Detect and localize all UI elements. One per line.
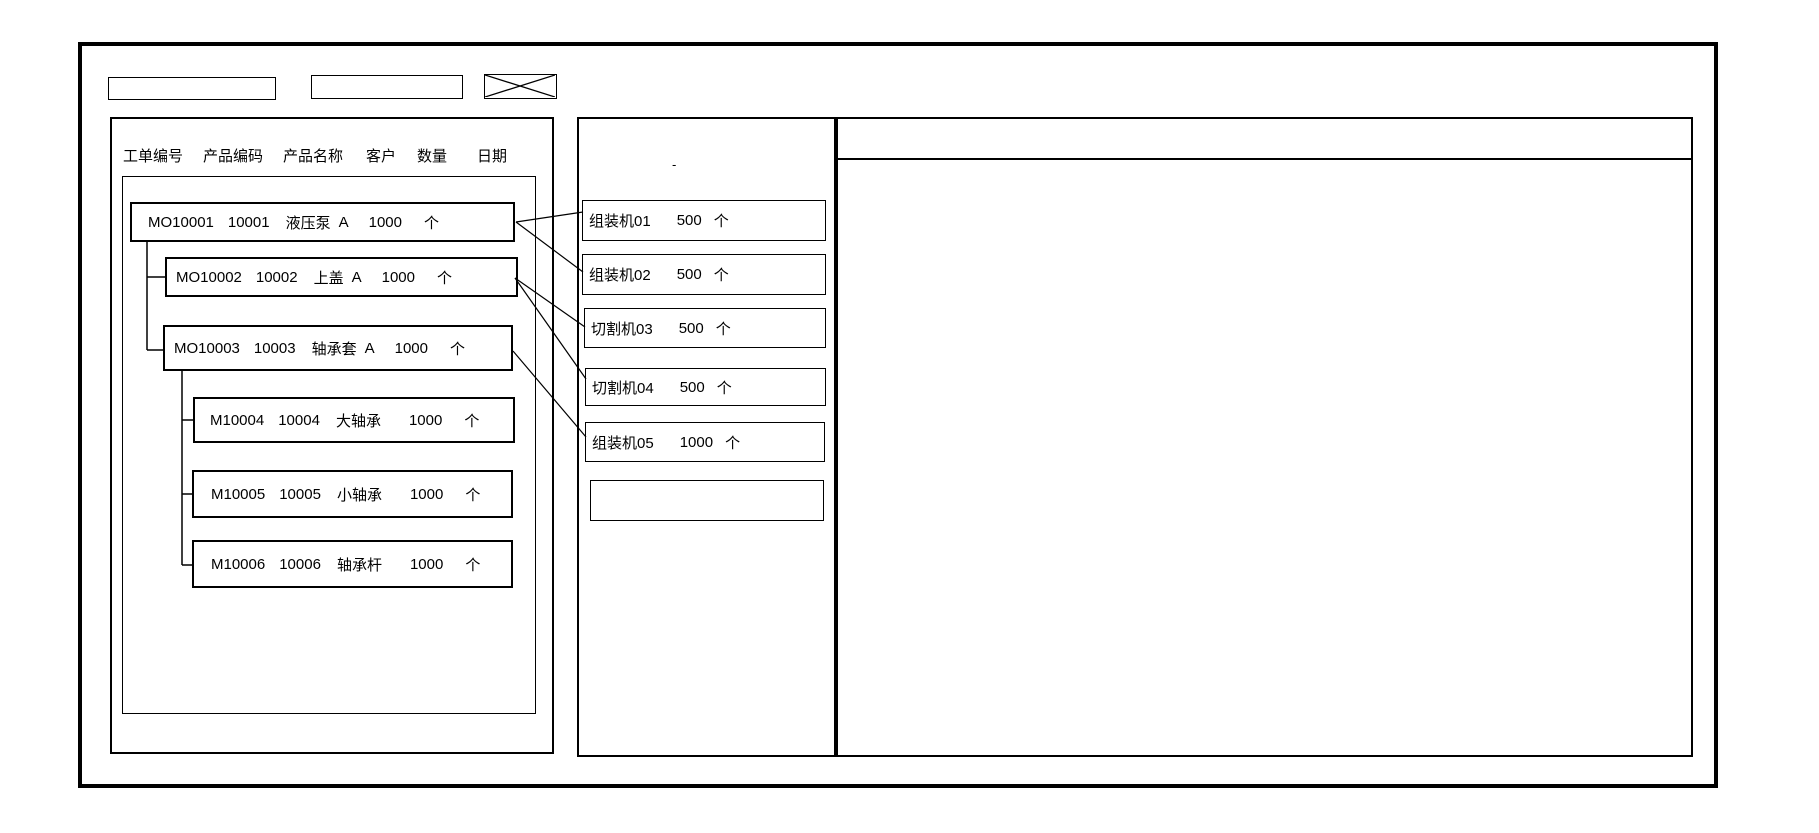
machine-unit: 个 xyxy=(715,320,731,338)
machine-name: 组装机01 xyxy=(589,213,651,230)
toolbar-input-2[interactable] xyxy=(311,75,463,99)
order-no: MO10003 xyxy=(174,339,240,357)
order-no: MO10002 xyxy=(176,268,242,286)
machine-name: 切割机04 xyxy=(592,379,654,397)
column-header-date: 日期 xyxy=(477,148,508,165)
quantity: 1000 xyxy=(368,213,402,231)
quantity: 1000 xyxy=(409,485,444,503)
machine-unit: 个 xyxy=(716,379,732,397)
work-order-node-mo10001[interactable]: MO10001 10001 液压泵 A 1000 个 xyxy=(130,202,515,242)
machine-name: 组装机05 xyxy=(592,434,654,452)
machine-unit: 个 xyxy=(713,267,729,284)
order-no: M10004 xyxy=(210,411,265,429)
machine-item-empty[interactable] xyxy=(590,480,824,521)
machine-item-04[interactable]: 切割机04 500 个 xyxy=(585,368,826,406)
work-order-node-mo10003[interactable]: MO10003 10003 轴承套 A 1000 个 xyxy=(163,325,513,371)
unit: 个 xyxy=(450,340,466,358)
toolbar-input-1[interactable] xyxy=(108,77,276,100)
detail-panel xyxy=(836,117,1693,757)
detail-panel-header xyxy=(838,119,1691,160)
order-no: M10006 xyxy=(211,555,266,573)
product-name: 液压泵 xyxy=(285,214,331,232)
product-name: 轴承套 xyxy=(311,340,357,358)
quantity: 1000 xyxy=(409,555,444,573)
unit: 个 xyxy=(424,214,440,232)
order-no: MO10001 xyxy=(148,213,214,231)
column-header-order-no: 工单编号 xyxy=(123,148,184,165)
product-name: 上盖 xyxy=(313,269,344,287)
column-header-qty: 数量 xyxy=(417,148,448,165)
machine-name: 切割机03 xyxy=(591,320,653,338)
unit: 个 xyxy=(465,486,481,504)
machine-item-03[interactable]: 切割机03 500 个 xyxy=(584,308,826,348)
machine-item-02[interactable]: 组装机02 500 个 xyxy=(582,254,826,295)
product-name: 小轴承 xyxy=(336,486,382,504)
product-code: 10006 xyxy=(279,555,321,573)
column-header-product-name: 产品名称 xyxy=(283,148,344,165)
machine-qty: 500 xyxy=(679,378,705,396)
quantity: 1000 xyxy=(394,339,428,357)
work-order-node-m10005[interactable]: M10005 10005 小轴承 1000 个 xyxy=(192,470,513,518)
order-no: M10005 xyxy=(211,485,266,503)
product-code: 10003 xyxy=(253,339,296,357)
unit: 个 xyxy=(465,556,481,574)
machine-unit: 个 xyxy=(725,434,741,452)
column-header-customer: 客户 xyxy=(366,148,397,165)
machine-unit: 个 xyxy=(713,213,729,230)
machine-qty: 500 xyxy=(678,319,704,337)
column-header-product-code: 产品编码 xyxy=(203,148,264,165)
customer: A xyxy=(351,268,362,286)
customer: A xyxy=(338,213,349,231)
unit: 个 xyxy=(437,269,453,287)
product-code: 10001 xyxy=(227,213,270,231)
machine-name: 组装机02 xyxy=(589,267,651,284)
product-code: 10002 xyxy=(255,268,298,286)
work-order-node-m10004[interactable]: M10004 10004 大轴承 1000 个 xyxy=(193,397,515,443)
product-code: 10004 xyxy=(278,411,320,429)
work-order-node-mo10002[interactable]: MO10002 10002 上盖 A 1000 个 xyxy=(165,257,518,297)
work-order-node-m10006[interactable]: M10006 10006 轴承杆 1000 个 xyxy=(192,540,513,588)
unit: 个 xyxy=(464,412,480,430)
quantity: 1000 xyxy=(381,268,415,286)
dot-mark: - xyxy=(672,157,677,172)
quantity: 1000 xyxy=(408,411,443,429)
product-code: 10005 xyxy=(279,485,321,503)
customer: A xyxy=(364,339,375,357)
machine-item-01[interactable]: 组装机01 500 个 xyxy=(582,200,826,241)
machine-qty: 500 xyxy=(676,266,702,283)
machine-qty: 1000 xyxy=(679,433,714,451)
close-button[interactable] xyxy=(484,74,557,99)
x-cross-icon xyxy=(484,74,556,98)
product-name: 大轴承 xyxy=(335,412,381,430)
product-name: 轴承杆 xyxy=(336,556,382,574)
machine-item-05[interactable]: 组装机05 1000 个 xyxy=(585,422,825,462)
machine-qty: 500 xyxy=(676,212,702,229)
